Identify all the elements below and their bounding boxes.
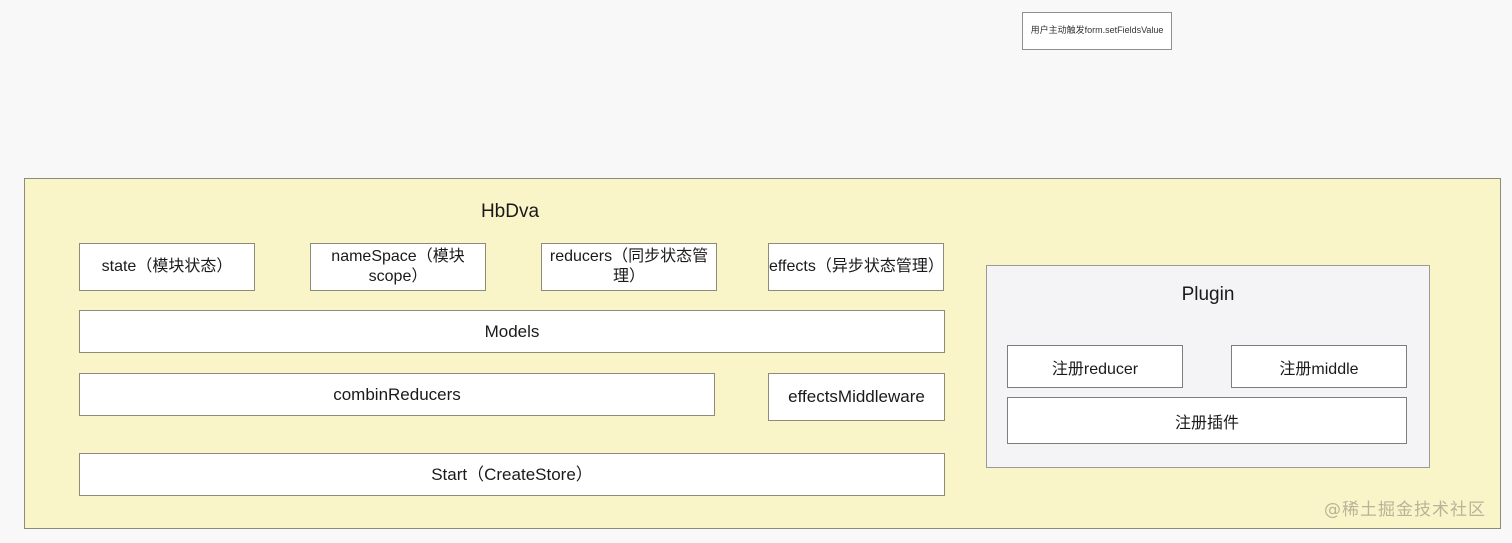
node-start-create-store-label: Start（CreateStore） [431,464,593,484]
node-register-middle: 注册middle [1231,345,1407,388]
node-start-create-store: Start（CreateStore） [79,453,945,496]
node-effects: effects（异步状态管理） [768,243,944,291]
plugin-title: Plugin [1181,284,1235,305]
node-namespace: nameSpace（模块scope） [310,243,486,291]
node-models: Models [79,310,945,353]
node-register-reducer-label: 注册reducer [1051,360,1139,378]
node-register-middle-label: 注册middle [1279,360,1359,378]
node-namespace-label: nameSpace（模块scope） [331,248,465,285]
node-combin-reducers: combinReducers [79,373,715,416]
node-state-label: state（模块状态） [101,258,233,275]
plugin-panel: Plugin 注册reducer 注册middle 注册插件 [986,265,1430,468]
node-effects-middleware: effectsMiddleware [768,373,945,421]
note-box-label: 用户主动触发form.setFieldsValue [1030,25,1164,36]
node-reducers-label: reducers（同步状态管理） [549,248,709,285]
node-effects-middleware-label: effectsMiddleware [788,387,925,407]
watermark: @稀土掘金技术社区 [1324,500,1486,520]
node-reducers: reducers（同步状态管理） [541,243,717,291]
node-register-reducer: 注册reducer [1007,345,1183,388]
node-models-label: Models [484,321,540,341]
note-box-set-fields-value: 用户主动触发form.setFieldsValue [1022,12,1172,50]
node-register-plugin: 注册插件 [1007,397,1407,444]
hbdva-panel: HbDva state（模块状态） nameSpace（模块scope） red… [24,178,1501,529]
node-effects-label: effects（异步状态管理） [769,258,944,275]
hbdva-title: HbDva [480,201,540,222]
node-register-plugin-label: 注册插件 [1174,414,1239,432]
node-combin-reducers-label: combinReducers [333,384,461,404]
node-state: state（模块状态） [79,243,255,291]
